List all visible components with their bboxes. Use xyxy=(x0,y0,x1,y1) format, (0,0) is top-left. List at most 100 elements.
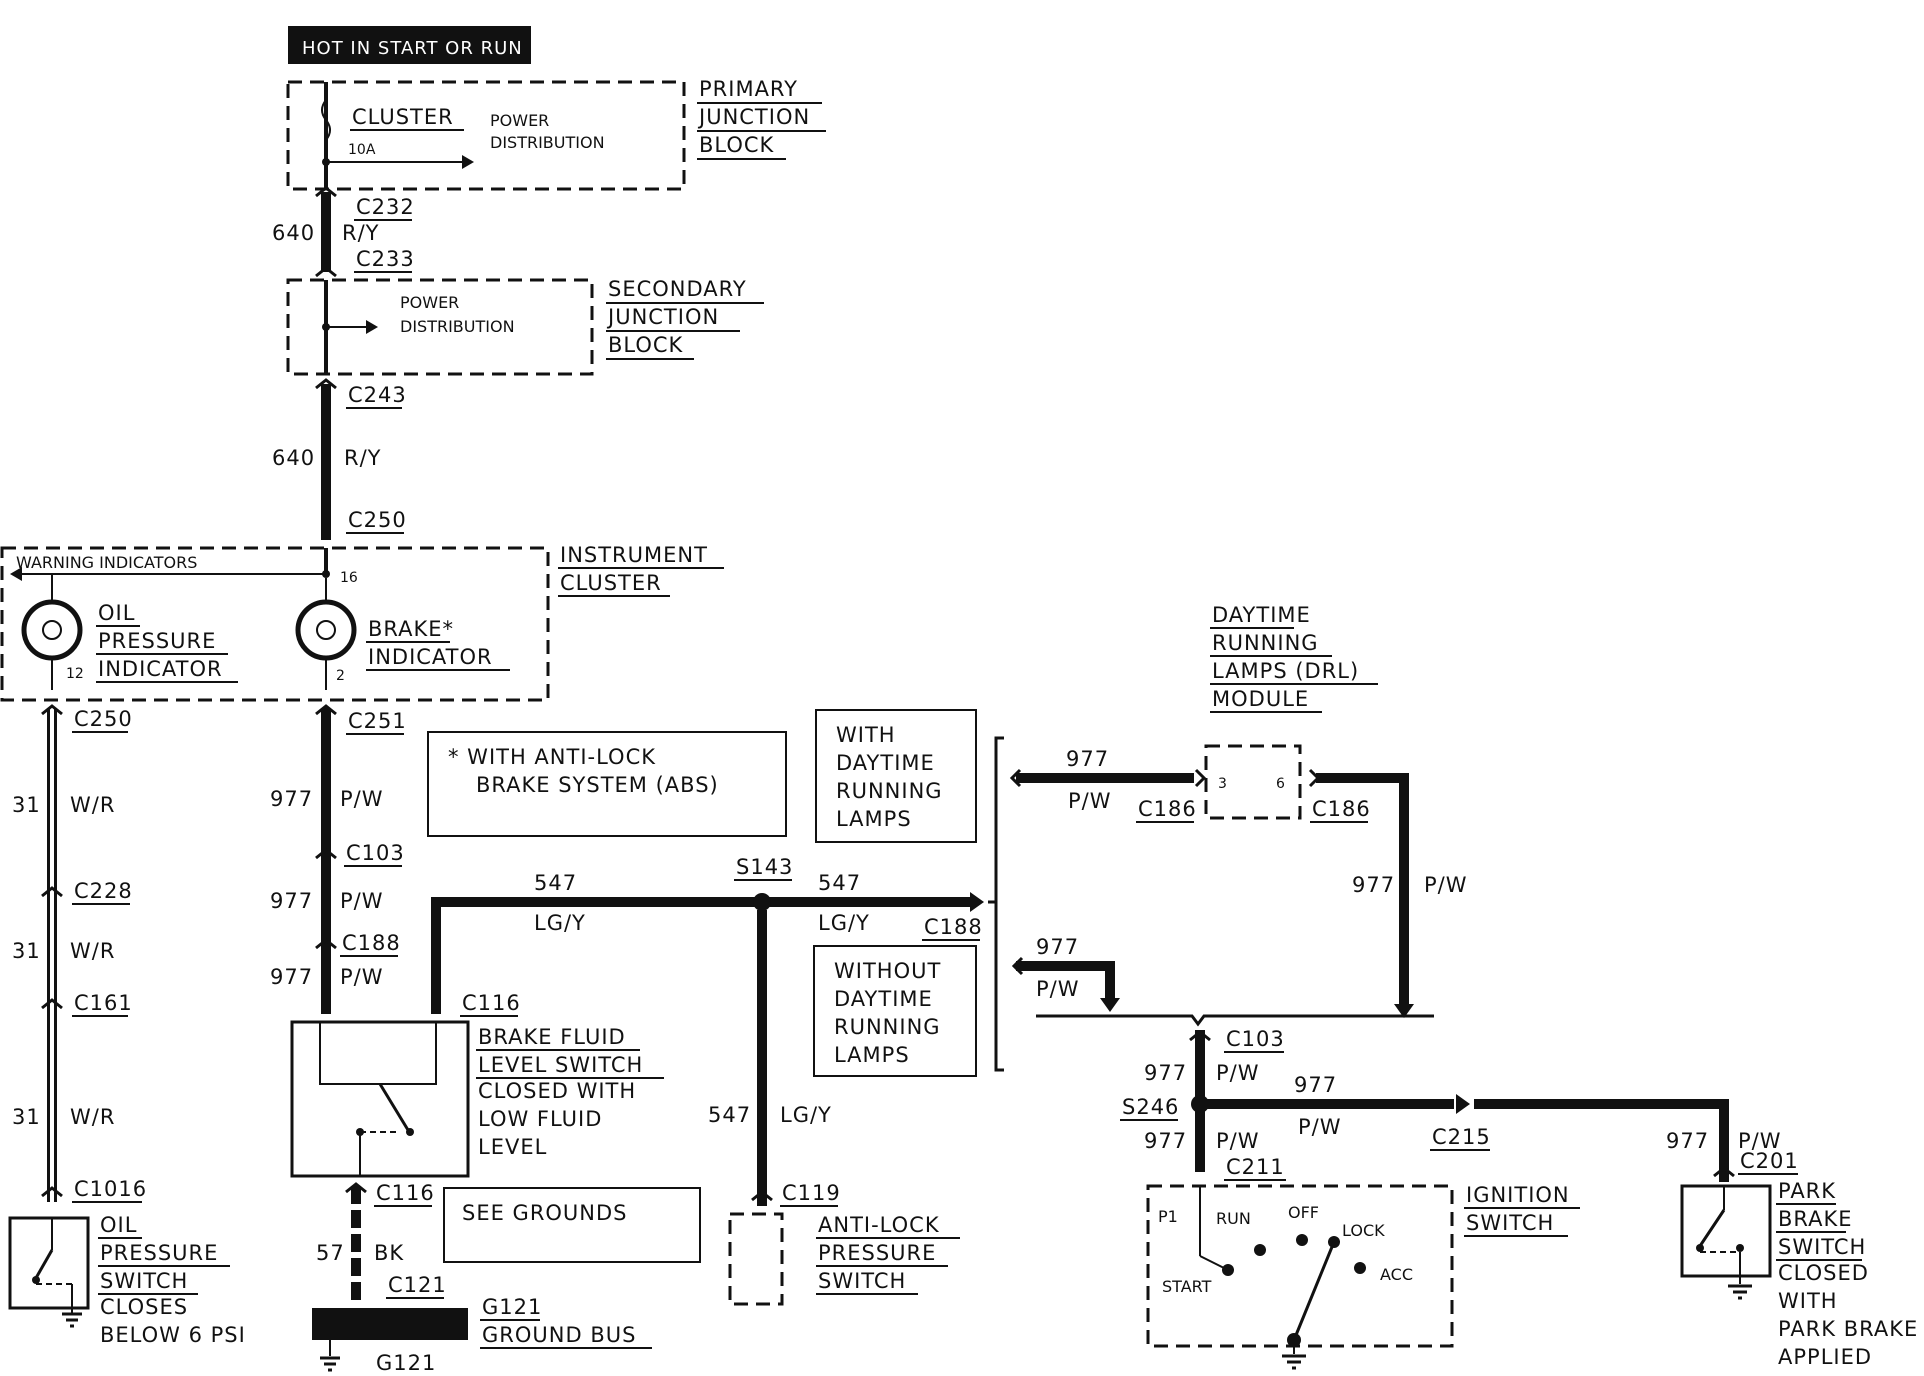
w547a-num: 547 xyxy=(534,871,577,895)
w977h-num: 977 xyxy=(1294,1073,1337,1097)
svg-text:JUNCTION: JUNCTION xyxy=(606,305,719,329)
c201-label: C201 xyxy=(1740,1149,1799,1173)
w977g-color: P/W xyxy=(1216,1061,1260,1085)
svg-text:ANTI-LOCK: ANTI-LOCK xyxy=(818,1213,940,1237)
ignition-title: IGNITION SWITCH xyxy=(1464,1183,1580,1237)
w977f-num: 977 xyxy=(1036,935,1079,959)
grounds-note-text: SEE GROUNDS xyxy=(462,1201,628,1225)
svg-text:INDICATOR: INDICATOR xyxy=(368,645,493,669)
w547a-color: LG/Y xyxy=(534,911,586,935)
abs-pressure-switch xyxy=(728,1212,784,1306)
svg-text:PRESSURE: PRESSURE xyxy=(100,1241,218,1265)
w977h-color: P/W xyxy=(1298,1115,1342,1139)
w977i-color: P/W xyxy=(1216,1129,1260,1153)
svg-text:APPLIED: APPLIED xyxy=(1778,1345,1872,1369)
wire-547-brake-fluid xyxy=(431,897,760,1014)
svg-text:BRAKE: BRAKE xyxy=(1778,1207,1853,1231)
arrow-head-icon xyxy=(1100,998,1120,1012)
w977f-color: P/W xyxy=(1036,977,1080,1001)
c250-left-label: C250 xyxy=(74,707,133,731)
ground-icon xyxy=(1282,1354,1306,1370)
fuse-name: CLUSTER xyxy=(352,105,454,129)
with-drl-4: LAMPS xyxy=(836,807,912,831)
pin2: 2 xyxy=(336,668,345,684)
svg-text:WITH: WITH xyxy=(1778,1289,1838,1313)
c186-left-label: C186 xyxy=(1138,797,1197,821)
c121-label: C121 xyxy=(388,1273,447,1297)
brake-indicator-lamp-icon xyxy=(295,599,357,661)
connector-chevrons xyxy=(41,186,1735,1202)
ground-bus xyxy=(312,1308,468,1340)
without-drl-1: WITHOUT xyxy=(834,959,941,983)
drl-module-title: DAYTIME RUNNING LAMPS (DRL) MODULE xyxy=(1210,603,1378,713)
w977c-num: 977 xyxy=(270,965,313,989)
primary-power-dist-1: POWER xyxy=(490,111,549,130)
w31a-color: W/R xyxy=(70,793,115,817)
w977e-num: 977 xyxy=(1352,873,1395,897)
oil-indicator-label: OIL PRESSURE INDICATOR xyxy=(96,601,238,683)
c103-right-label: C103 xyxy=(1226,1027,1285,1051)
w977d-color: P/W xyxy=(1068,789,1112,813)
with-drl-1: WITH xyxy=(836,723,896,747)
w977a-color: P/W xyxy=(340,787,384,811)
oil-pressure-switch xyxy=(8,1216,90,1310)
g121-bottom-label: G121 xyxy=(376,1351,436,1375)
svg-text:CLOSED: CLOSED xyxy=(1778,1261,1869,1285)
w640a-num: 640 xyxy=(272,221,315,245)
svg-text:PRESSURE: PRESSURE xyxy=(98,629,216,653)
svg-text:GROUND BUS: GROUND BUS xyxy=(482,1323,636,1347)
without-drl-3: RUNNING xyxy=(834,1015,941,1039)
secondary-power-dist-2: DISTRIBUTION xyxy=(400,317,515,336)
svg-text:SWITCH: SWITCH xyxy=(1466,1211,1554,1235)
fuse-icon xyxy=(321,99,331,141)
fuse-rating: 10A xyxy=(348,142,376,158)
warning-indicators-label: WARNING INDICATORS xyxy=(16,553,197,572)
svg-text:OIL: OIL xyxy=(98,601,135,625)
w547b-color: LG/Y xyxy=(818,911,870,935)
secondary-junction-block xyxy=(286,278,594,376)
w640a-color: R/Y xyxy=(342,221,380,245)
c250-top-label: C250 xyxy=(348,508,407,532)
c251-label: C251 xyxy=(348,709,407,733)
cluster-title: INSTRUMENT CLUSTER xyxy=(558,543,724,597)
brake-fluid-label: BRAKE FLUID LEVEL SWITCH CLOSED WITH LOW… xyxy=(476,1025,664,1159)
c188-left-label: C188 xyxy=(342,931,401,955)
ign-off: OFF xyxy=(1288,1203,1319,1222)
c186-right-label: C186 xyxy=(1312,797,1371,821)
instrument-cluster xyxy=(0,546,550,702)
switch-contact-icon xyxy=(1698,1209,1726,1247)
secondary-power-dist-1: POWER xyxy=(400,293,459,312)
svg-text:SECONDARY: SECONDARY xyxy=(608,277,747,301)
svg-text:BRAKE*: BRAKE* xyxy=(368,617,454,641)
w977i-num: 977 xyxy=(1144,1129,1187,1153)
ign-lock: LOCK xyxy=(1342,1221,1385,1240)
svg-text:SWITCH: SWITCH xyxy=(1778,1235,1866,1259)
svg-text:SWITCH: SWITCH xyxy=(818,1269,906,1293)
primary-block-title: PRIMARY JUNCTION BLOCK xyxy=(697,77,826,160)
svg-text:INSTRUMENT: INSTRUMENT xyxy=(560,543,708,567)
w977d-num: 977 xyxy=(1066,747,1109,771)
w547c-num: 547 xyxy=(708,1103,751,1127)
svg-text:BLOCK: BLOCK xyxy=(608,333,684,357)
svg-text:PRESSURE: PRESSURE xyxy=(818,1241,936,1265)
ground-icon xyxy=(62,1312,82,1328)
without-drl-2: DAYTIME xyxy=(834,987,933,1011)
svg-text:BRAKE FLUID: BRAKE FLUID xyxy=(478,1025,626,1049)
primary-junction-block xyxy=(286,80,686,191)
svg-text:MODULE: MODULE xyxy=(1212,687,1309,711)
c103-left-label: C103 xyxy=(346,841,405,865)
c228-label: C228 xyxy=(74,879,133,903)
svg-text:DAYTIME: DAYTIME xyxy=(1212,603,1311,627)
w977e-color: P/W xyxy=(1424,873,1468,897)
w547b-num: 547 xyxy=(818,871,861,895)
w31b-color: W/R xyxy=(70,939,115,963)
primary-power-dist-2: DISTRIBUTION xyxy=(490,133,605,152)
svg-text:LAMPS (DRL): LAMPS (DRL) xyxy=(1212,659,1359,683)
svg-text:CLOSED WITH: CLOSED WITH xyxy=(478,1079,636,1103)
ground-icon xyxy=(1728,1284,1752,1300)
c215-label: C215 xyxy=(1432,1125,1491,1149)
arrow-head-icon xyxy=(1456,1094,1470,1114)
abs-note-line1: * WITH ANTI-LOCK xyxy=(448,745,656,769)
svg-text:BLOCK: BLOCK xyxy=(699,133,775,157)
